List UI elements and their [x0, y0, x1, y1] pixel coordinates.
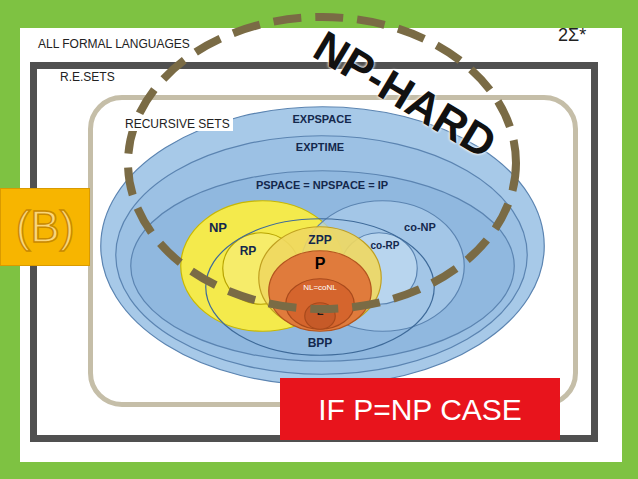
set-label: ZPP	[308, 234, 331, 247]
text-holder: NL=coNL	[303, 284, 337, 293]
ellipse-outline	[131, 171, 515, 362]
set-label: P	[315, 255, 326, 273]
tag-box: (B)	[0, 188, 90, 266]
set-label: NP	[209, 221, 227, 235]
text-holder: PSPACE = NPSPACE = IP	[256, 179, 388, 191]
dashed-outline	[128, 17, 516, 309]
dashed-ellipse: NP-HARD	[124, 13, 520, 313]
set-label: EXPSPACE	[292, 113, 351, 125]
set-label: ALL FORMAL LANGUAGES	[38, 38, 190, 51]
power-set-label: 2Σ*	[558, 26, 586, 46]
class-ellipse: PSPACE = NPSPACE = IP NP RP co-NP co-RP BPP ZP…	[130, 170, 515, 362]
text-holder: NP	[209, 221, 227, 235]
set-label: IF P=NP CASE	[318, 393, 522, 426]
set-label: RP	[240, 245, 257, 258]
set-label: BPP	[308, 337, 333, 350]
text-holder: RP	[240, 245, 257, 258]
region-label: NP-HARD	[306, 22, 505, 168]
case-box: IF P=NP CASE	[280, 378, 560, 440]
set-label: RECURSIVE SETS	[122, 118, 233, 131]
text-holder: NP-HARD	[306, 22, 505, 168]
set-label: PSPACE = NPSPACE = IP	[256, 179, 388, 191]
text-holder: ZPP	[308, 234, 331, 247]
set-label: NL=coNL	[303, 284, 337, 293]
text-holder: co-RP	[371, 240, 400, 251]
class-ellipse: PNL=coNLL	[268, 250, 372, 332]
set-label: co-NP	[404, 221, 436, 233]
set-region: RECURSIVE SETS EXPSPACE EXPTIME PSPACE = NP…	[88, 95, 578, 407]
text-holder: IF P=NP CASE	[318, 393, 522, 426]
text-holder: BPP	[308, 337, 333, 350]
ellipse-outline	[206, 219, 435, 356]
set-label: R.E.SETS	[60, 71, 115, 84]
text-holder: 2Σ*	[558, 26, 586, 46]
ellipse-outline	[269, 251, 372, 332]
class-ellipse: ZPPPNL=coNLL	[258, 226, 382, 330]
text-holder: ALL FORMAL LANGUAGES	[38, 38, 190, 51]
text-holder: P	[315, 255, 326, 273]
text-holder: RECURSIVE SETS	[122, 118, 233, 131]
set-label: (B)	[16, 203, 75, 251]
text-holder: R.E.SETS	[60, 71, 115, 84]
class-ellipse: BPPZPPPNL=coNLL	[205, 218, 435, 356]
text-holder: co-NP	[404, 221, 436, 233]
ellipse-outline	[116, 136, 528, 375]
set-label: co-RP	[371, 240, 400, 251]
set-label: EXPTIME	[296, 141, 344, 153]
text-holder: EXPSPACE	[292, 113, 351, 125]
text-holder: (B)	[16, 203, 75, 251]
text-holder: EXPTIME	[296, 141, 344, 153]
